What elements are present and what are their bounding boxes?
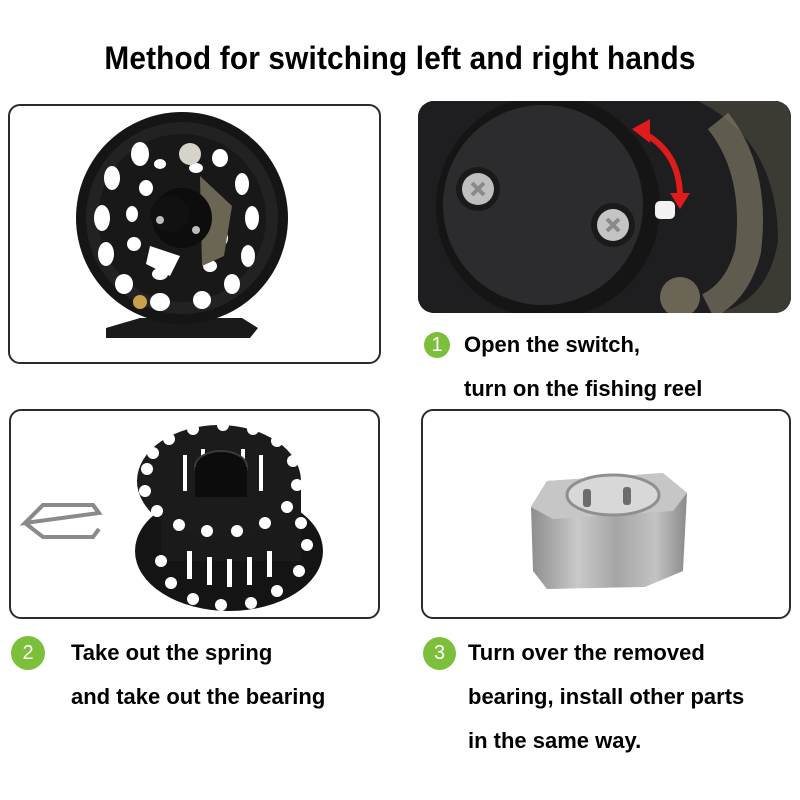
- step-2-line-2: and take out the bearing: [71, 684, 326, 709]
- step-1-badge: 1: [424, 332, 450, 358]
- step-1-line-2: turn on the fishing reel: [464, 376, 703, 401]
- step-2-text: Take out the spring and take out the bea…: [71, 631, 325, 719]
- step-3-text: Turn over the removed bearing, install o…: [468, 631, 744, 763]
- step-3-badge: 3: [423, 637, 456, 670]
- step-2-badge: 2: [11, 636, 45, 670]
- panel-switch-closeup: [418, 101, 791, 313]
- step-1-line-1: Open the switch,: [464, 332, 641, 357]
- panel-fly-reel: [8, 104, 381, 364]
- step-1: 1 Open the switch, turn on the fishing r…: [424, 323, 702, 411]
- step-3-line-1: Turn over the removed: [468, 640, 705, 665]
- panel-spool-and-spring: [9, 409, 380, 619]
- panel-bearing: [421, 409, 791, 619]
- step-1-text: Open the switch, turn on the fishing ree…: [464, 323, 702, 411]
- step-3-line-3: in the same way.: [468, 728, 642, 753]
- step-3-line-2: bearing, install other parts: [468, 684, 745, 709]
- step-2-line-1: Take out the spring: [71, 640, 273, 665]
- page-title: Method for switching left and right hand…: [104, 40, 696, 76]
- reel-switch-closeup-icon: [418, 101, 791, 313]
- fly-reel-icon: [76, 112, 288, 338]
- one-way-bearing-icon: [531, 473, 687, 589]
- spool-and-spring-icon: [19, 419, 323, 611]
- step-2: 2 Take out the spring and take out the b…: [11, 631, 325, 719]
- step-3: 3 Turn over the removed bearing, install…: [423, 631, 744, 763]
